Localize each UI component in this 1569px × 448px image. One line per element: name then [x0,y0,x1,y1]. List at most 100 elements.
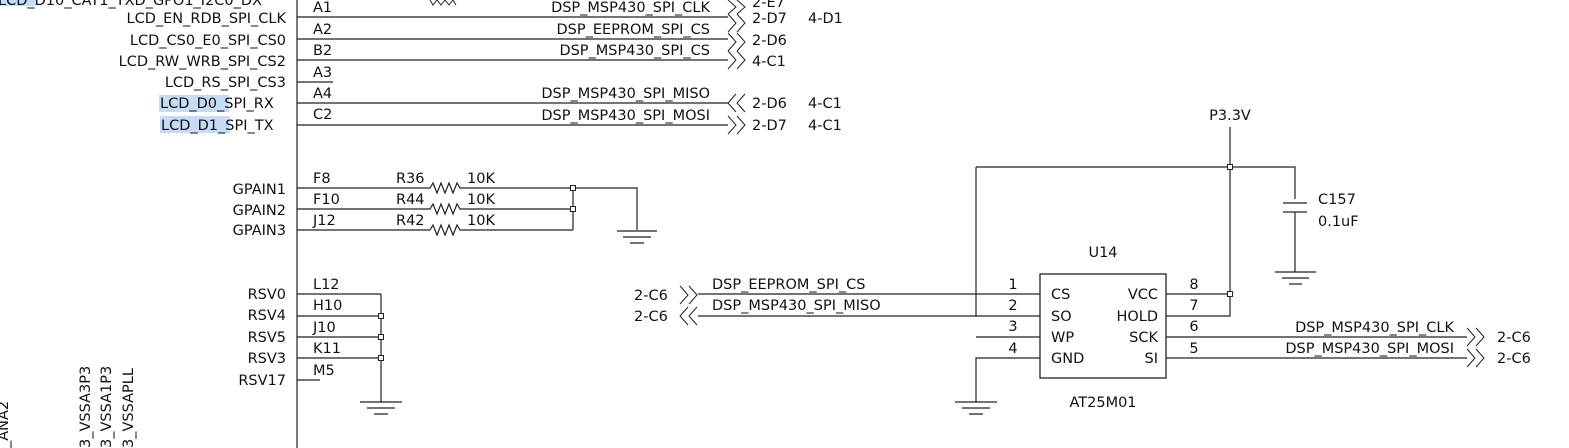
resistor-top-partial [429,0,457,6]
label-gpain2: GPAIN2 [233,203,286,219]
label-rsv4: RSV4 [248,308,286,324]
ref-clk-right: 2-C6 [1497,330,1531,346]
pin-f8: F8 [313,171,331,187]
ic-pin-name-hold: HOLD [1116,309,1158,325]
ic-designator: U14 [1088,245,1117,261]
wire-rsv [297,293,382,402]
ground-c157 [1275,271,1316,285]
ic-pin-num-2: 2 [1008,298,1017,314]
net-spi-clk-top: DSP_MSP430_SPI_CLK [551,0,710,16]
highlight-lcd-d0 [159,95,229,112]
pin-a3: A3 [313,65,332,81]
label-lcd-rs: LCD_RS_SPI_CS3 [165,75,286,91]
label-gpain3: GPAIN3 [233,223,286,239]
ref-clk-top-2: 4-D1 [808,11,843,27]
pin-c2: C2 [313,107,332,123]
offpage-miso-top [727,93,746,113]
highlight-lcd-d1 [160,116,230,133]
net-eeprom-cs-top: DSP_EEPROM_SPI_CS [557,22,710,38]
capacitor-c157 [1283,202,1307,272]
junction-gpain2 [570,206,576,212]
pin-h10: H10 [313,298,342,314]
ref-miso-left: 2-C6 [634,309,668,325]
net-spi-clk: DSP_MSP430_SPI_CLK [1295,320,1454,336]
ic-pin-num-4: 4 [1008,341,1017,357]
pin-l12: L12 [313,277,340,293]
junction-vcc-top [1227,164,1233,170]
label-gpain1: GPAIN1 [233,182,286,198]
ground-rsv [360,401,402,415]
wire-gpain-common [572,187,638,230]
offpage-eeprom-cs [679,285,698,305]
ground-u14 [955,401,997,415]
pin-f10: F10 [313,192,340,208]
junction-rsv3 [378,355,384,361]
resistor-r44 [297,202,573,216]
net-mosi: DSP_MSP430_SPI_MOSI [1285,341,1454,357]
pin-j10: J10 [312,320,336,336]
capacitor-value: 0.1uF [1318,214,1359,230]
label-rsv5: RSV5 [248,330,286,346]
ic-pin-name-si: SI [1145,351,1158,367]
label-rsv3: RSV3 [248,351,286,367]
ref-cs-left: 2-C6 [634,288,668,304]
ref-b2-2: 4-C1 [752,54,786,70]
ic-pin-num-5: 5 [1189,341,1198,357]
ic-part-number: AT25M01 [1069,395,1136,411]
ic-pin-num-8: 8 [1189,277,1198,293]
pin-m5: M5 [313,363,335,379]
wire-vcc-bus [975,166,1296,316]
pin-k11: K11 [313,341,341,357]
net-mosi-top: DSP_MSP430_SPI_MOSI [541,108,710,124]
label-lcd-cs0: LCD_CS0_E0_SPI_CS0 [130,33,286,49]
ground-gpain [617,230,657,244]
ref-c2: 2-D7 [752,118,787,134]
wire-u14-right [1166,336,1467,359]
resistor-r44-ref: R44 [396,192,425,208]
ic-pin-name-vcc: VCC [1128,287,1158,303]
label-vert-vssa3p3: 3_VSSA3P3 [78,366,94,448]
junction-gpain1 [570,185,576,191]
junction-rsv5 [378,334,384,340]
resistor-r36-ref: R36 [396,171,425,187]
ref-c2-2: 4-C1 [808,118,842,134]
ref-a4: 2-D6 [752,96,787,112]
ref-clk-top: 2-E7 [752,0,785,11]
label-vert-ana2: _ANA2 [0,401,12,448]
label-lcd-rw: LCD_RW_WRB_SPI_CS2 [119,54,286,70]
ic-pin-num-6: 6 [1189,319,1198,335]
ic-u14-body [1039,273,1167,379]
ic-pin-name-so: SO [1051,309,1072,325]
ref-a2: 2-D7 [752,11,787,27]
ic-pin-name-cs: CS [1051,287,1070,303]
resistor-r36 [297,181,573,195]
offpage-mosi-top [727,115,746,135]
capacitor-ref: C157 [1318,192,1356,208]
ic-pin-name-wp: WP [1051,330,1074,346]
offpage-mosi [1466,348,1485,368]
label-lcd-d1: LCD_D1_SPI_TX [161,118,274,134]
resistor-r36-value: 10K [467,171,495,187]
highlight-top-fragment [0,0,36,6]
ic-pin-num-1: 1 [1008,277,1017,293]
label-vert-vssa1p3: 3_VSSA1P3 [99,366,115,448]
junction-vcc-hold [1227,291,1233,297]
ic-pin-name-gnd: GND [1051,351,1084,367]
label-top-fragment: LCD_D10_CAT1_TXD_GPO1_I2C0_DX [0,0,262,9]
pin-a2: A2 [313,22,332,38]
ic-pin-num-3: 3 [1008,319,1017,335]
net-eeprom-cs: DSP_EEPROM_SPI_CS [712,277,865,293]
label-lcd-en: LCD_EN_RDB_SPI_CLK [127,11,287,27]
pin-a4: A4 [313,86,332,102]
offpage-clk-top [727,0,746,15]
label-vert-vssapll: 3_VSSAPLL [121,368,137,448]
net-miso: DSP_MSP430_SPI_MISO [712,298,881,314]
pin-j12: J12 [312,213,336,229]
junction-rsv4 [378,313,384,319]
power-rail-label: P3.3V [1209,108,1251,124]
ic-pin-num-7: 7 [1189,298,1198,314]
net-miso-top: DSP_MSP430_SPI_MISO [541,86,710,102]
resistor-r42 [297,223,573,237]
offpage-spi-clk [1466,327,1485,347]
